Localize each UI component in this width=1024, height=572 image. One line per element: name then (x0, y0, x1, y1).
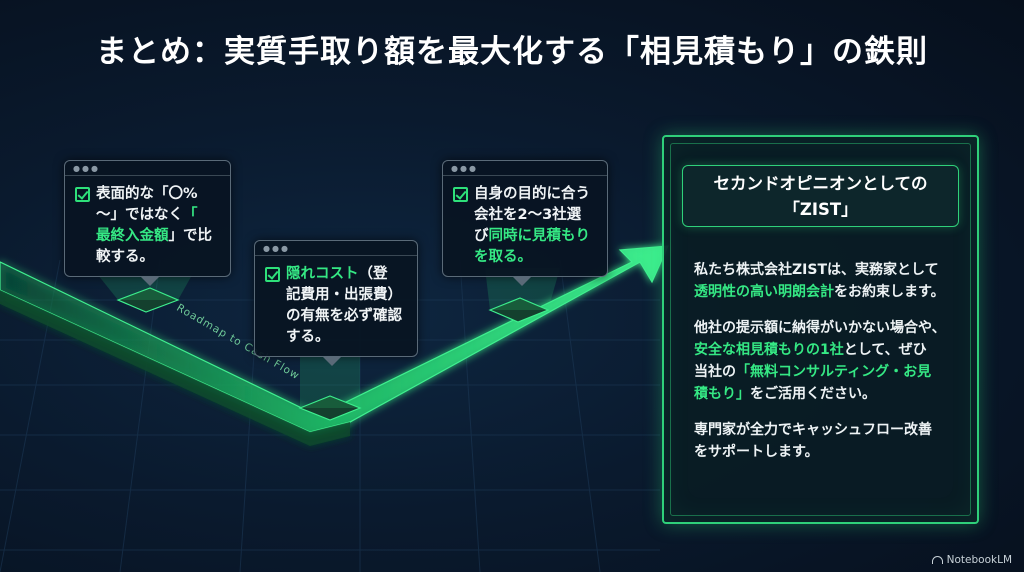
text-segment: 較する。 (96, 249, 154, 265)
callout-3-text: 自身の目的に合う会社を2〜3社選び同時に見積もりを取る。 (474, 184, 590, 268)
text-line: び同時に見積もり (474, 226, 590, 247)
text-segment: 記費用・出張費） (286, 287, 402, 303)
text-segment: 〜」ではなく (96, 207, 183, 223)
panel-heading-line1: セカンドオピニオンとしての (713, 174, 928, 193)
text-line: をサポートします。 (694, 441, 964, 463)
pedestals (116, 287, 550, 421)
highlight-text: 「無料コンサルティング・お見 (736, 364, 932, 380)
highlight-text: 隠れコスト (286, 266, 359, 282)
text-line: 私たち株式会社ZISTは、実務家として (694, 259, 964, 281)
text-segment: 自身の目的に合う (474, 186, 590, 202)
text-segment: をサポートします。 (694, 444, 819, 460)
highlight-text: 最終入金額 (96, 228, 169, 244)
checkbox-icon (453, 187, 468, 202)
window-dots-icon: ●●● (263, 244, 290, 253)
text-line: 透明性の高い明朗会計をお約束します。 (694, 281, 964, 303)
text-segment: 他社の提示額に納得がいかない場合や、 (694, 320, 946, 336)
panel-paragraph-3: 専門家が全力でキャッシュフロー改善をサポートします。 (694, 419, 964, 463)
zist-info-panel: セカンドオピニオンとしての 「ZIST」 私たち株式会社ZISTは、実務家として… (662, 135, 979, 524)
text-line: 記費用・出張費） (286, 285, 402, 306)
text-segment: をお約束します。 (834, 284, 945, 300)
text-line: 安全な相見積もりの1社として、ぜひ (694, 339, 964, 361)
text-line: 最終入金額」で比 (96, 226, 212, 247)
text-line: 積もり」をご活用ください。 (694, 383, 964, 405)
text-line: 当社の「無料コンサルティング・お見 (694, 361, 964, 383)
card-titlebar: ●●● (255, 241, 417, 256)
text-line: 〜」ではなく「 (96, 205, 212, 226)
text-line: 較する。 (96, 247, 212, 268)
callout-2-text: 隠れコスト（登記費用・出張費） の有無を必ず確認する。 (286, 264, 402, 348)
highlight-text: 積もり」 (694, 386, 750, 402)
text-segment: 会社を2〜3社選 (474, 207, 582, 223)
text-line: する。 (286, 327, 402, 348)
notebooklm-logo: NotebookLM (931, 554, 1012, 566)
panel-paragraph-1: 私たち株式会社ZISTは、実務家として透明性の高い明朗会計をお約束します。 (694, 259, 964, 303)
card-titlebar: ●●● (65, 161, 230, 176)
text-segment: する。 (286, 329, 330, 345)
callout-card-2: ●●● 隠れコスト（登記費用・出張費） の有無を必ず確認する。 (254, 240, 418, 357)
text-segment: をご活用ください。 (750, 386, 876, 402)
highlight-text: を取る。 (474, 249, 532, 265)
highlight-text: 安全な相見積もりの1社 (694, 342, 844, 358)
panel-heading-line2: 「ZIST」 (783, 200, 858, 219)
text-line: 他社の提示額に納得がいかない場合や、 (694, 317, 964, 339)
card-titlebar: ●●● (443, 161, 607, 176)
highlight-text: 透明性の高い明朗会計 (694, 284, 834, 300)
text-line: 表面的な「〇% (96, 184, 212, 205)
highlight-text: 「 (183, 207, 198, 223)
text-line: 会社を2〜3社選 (474, 205, 590, 226)
text-line: 専門家が全力でキャッシュフロー改善 (694, 419, 964, 441)
callout-1-text: 表面的な「〇%〜」ではなく「最終入金額」で比較する。 (96, 184, 212, 268)
logo-text: NotebookLM (946, 554, 1012, 566)
panel-heading: セカンドオピニオンとしての 「ZIST」 (682, 165, 959, 227)
text-segment: 当社の (694, 364, 736, 380)
window-dots-icon: ●●● (73, 164, 100, 173)
text-segment: 専門家が全力でキャッシュフロー改善 (694, 422, 932, 438)
text-line: 隠れコスト（登 (286, 264, 402, 285)
callout-card-1: ●●● 表面的な「〇%〜」ではなく「最終入金額」で比較する。 (64, 160, 231, 277)
callout-card-3: ●●● 自身の目的に合う会社を2〜3社選び同時に見積もりを取る。 (442, 160, 608, 277)
slide-title: まとめ：実質手取り額を最大化する「相見積もり」の鉄則 (96, 34, 928, 70)
text-line: の有無を必ず確認 (286, 306, 402, 327)
checkbox-icon (265, 267, 280, 282)
text-line: を取る。 (474, 247, 590, 268)
text-segment: 」で比 (168, 228, 213, 244)
text-segment: として、ぜひ (843, 342, 927, 358)
window-dots-icon: ●●● (451, 164, 478, 173)
checkbox-icon (75, 187, 90, 202)
panel-paragraph-2: 他社の提示額に納得がいかない場合や、安全な相見積もりの1社として、ぜひ当社の「無… (694, 317, 964, 405)
highlight-text: 同時に見積もり (488, 228, 591, 244)
panel-body: 私たち株式会社ZISTは、実務家として透明性の高い明朗会計をお約束します。 他社… (694, 259, 964, 477)
panel-frame (670, 143, 971, 516)
light-beams (98, 268, 560, 408)
text-segment: 表面的な「〇% (96, 186, 198, 202)
text-segment: の有無を必ず確認 (286, 308, 402, 324)
callout-3-pointer (512, 276, 532, 286)
text-segment: 私たち株式会社ZISTは、実務家として (694, 262, 939, 278)
callout-1-pointer (140, 276, 160, 286)
text-line: 自身の目的に合う (474, 184, 590, 205)
notebooklm-logo-icon (931, 556, 943, 564)
text-segment: び (474, 228, 489, 244)
text-segment: （登 (358, 266, 388, 282)
callout-2-pointer (322, 356, 342, 366)
